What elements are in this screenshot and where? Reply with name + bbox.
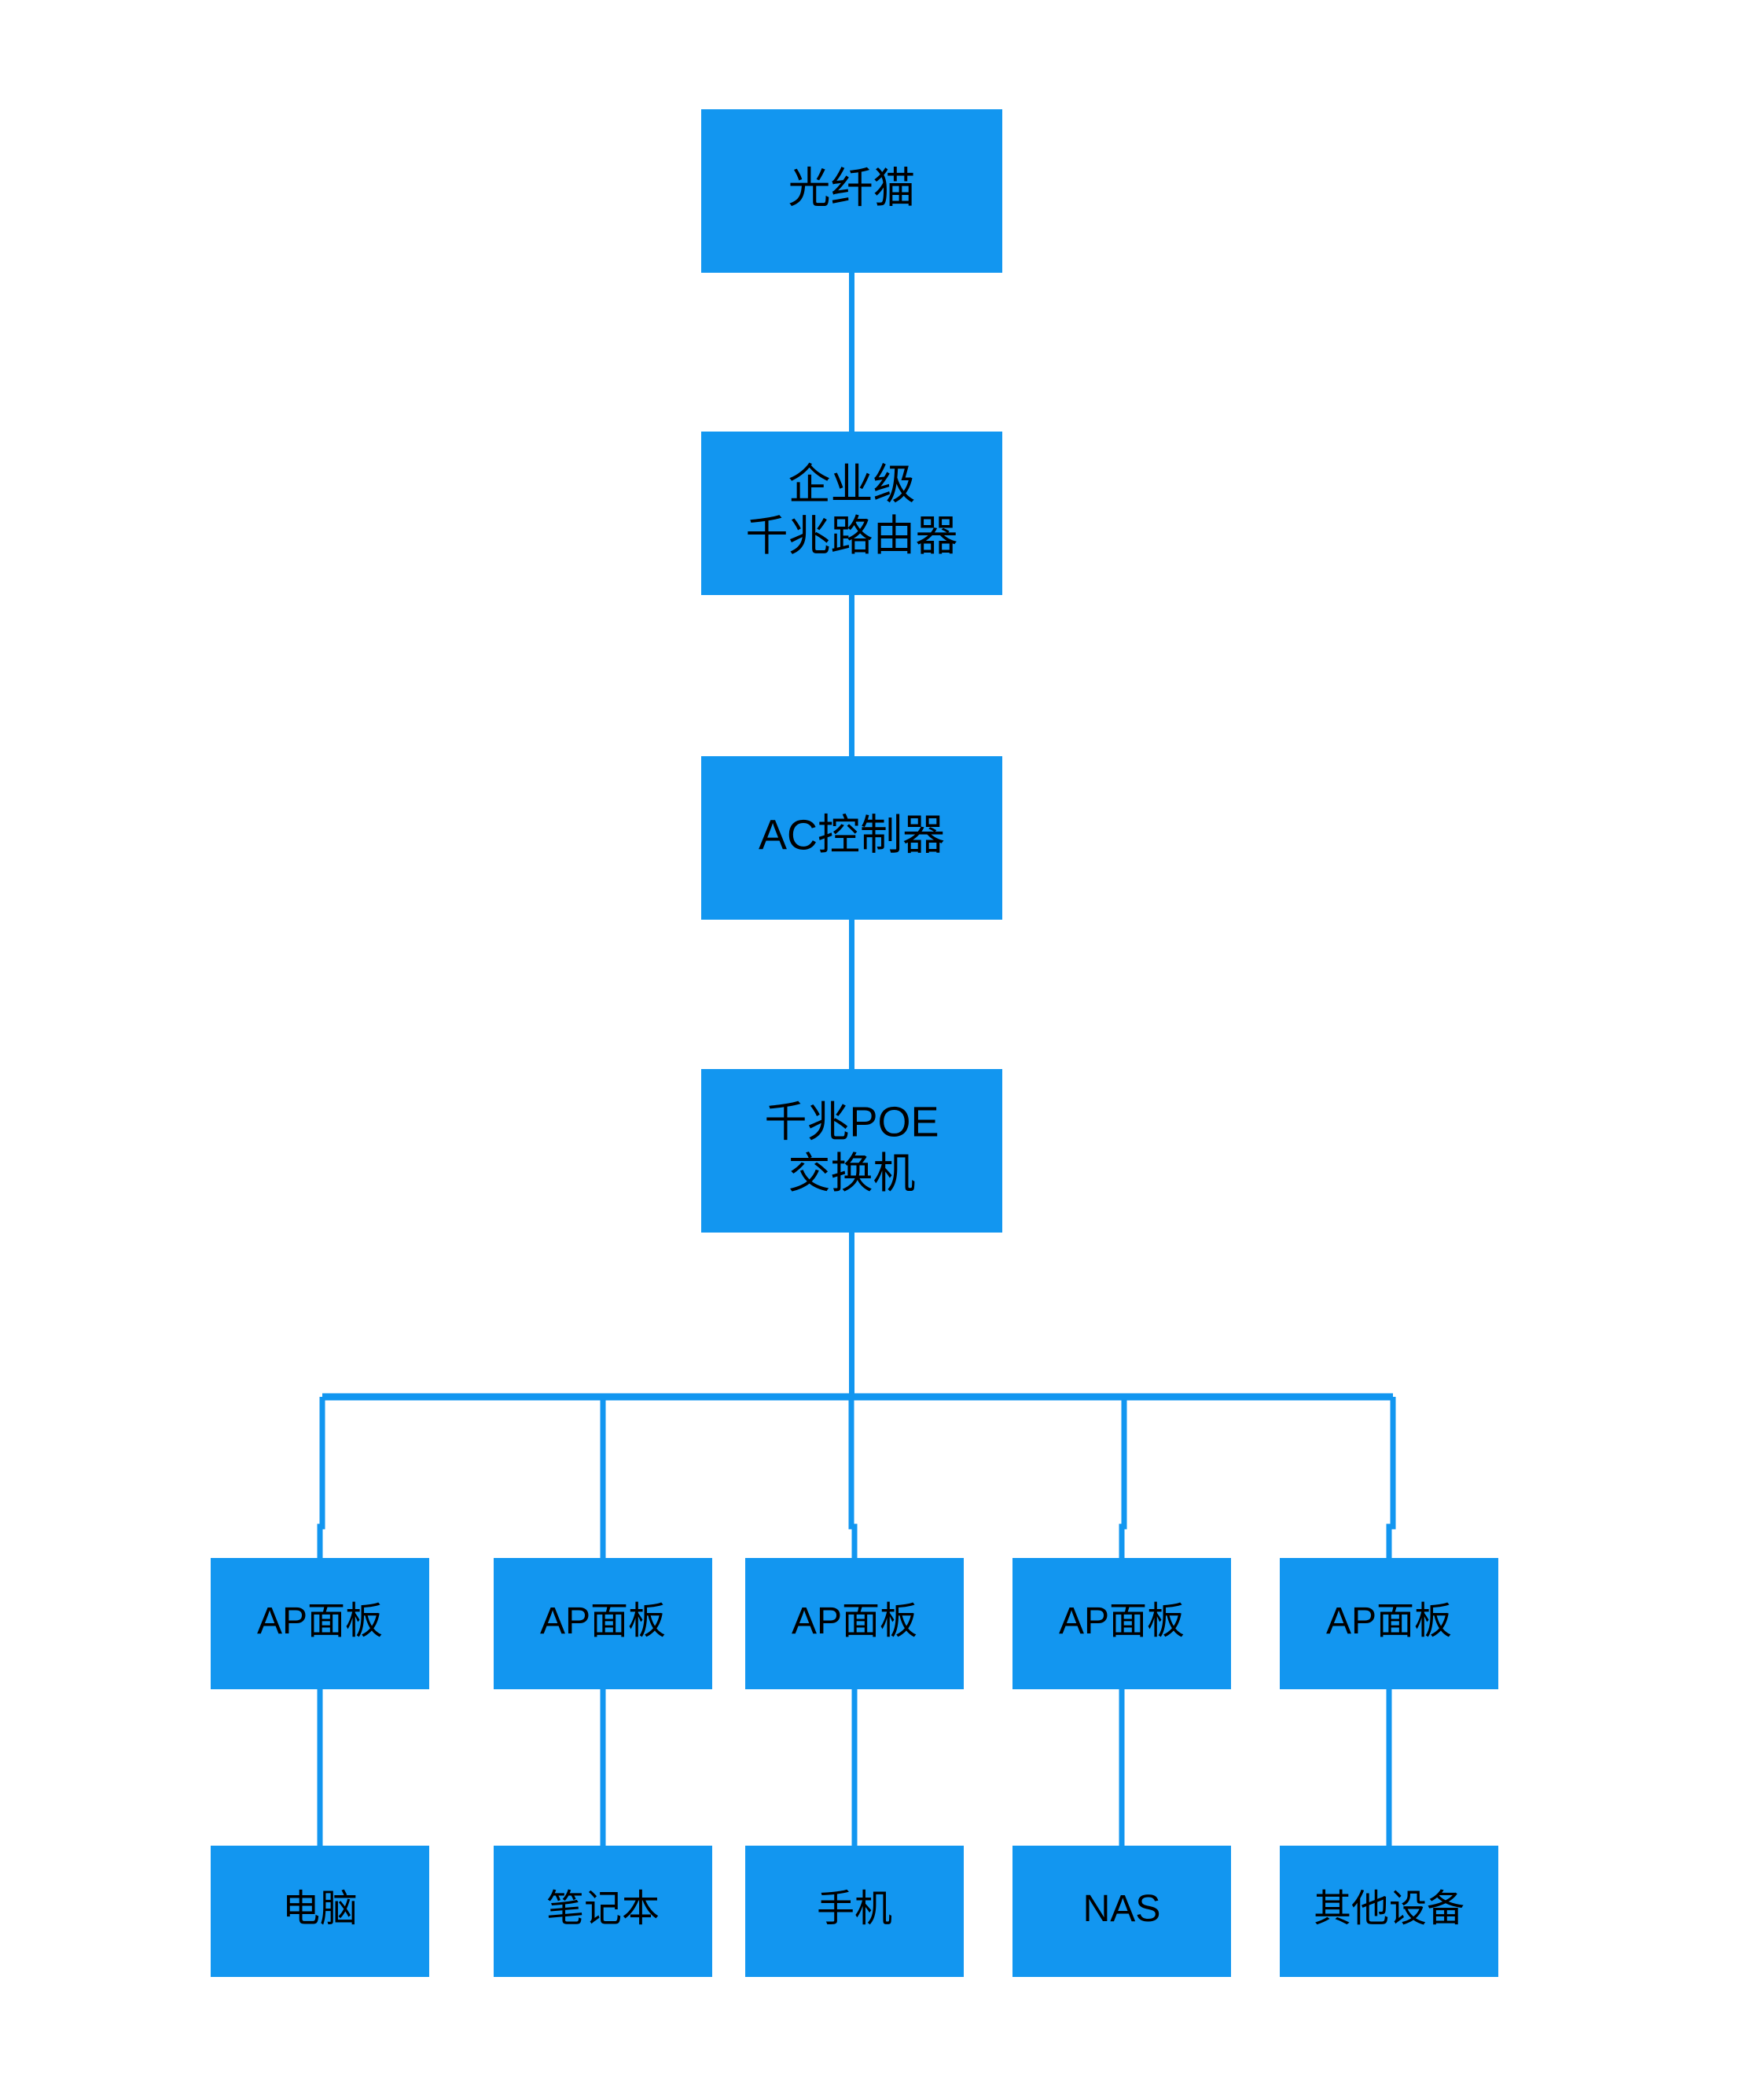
- node-ac-controller[interactable]: AC控制器: [701, 756, 1002, 920]
- node-label-fiber-modem: 光纤猫: [788, 164, 916, 211]
- node-box-ap-panel-3[interactable]: [745, 1558, 964, 1689]
- node-desktop-computer[interactable]: 电脑: [211, 1846, 429, 1977]
- node-ap-panel-2[interactable]: AP面板: [494, 1558, 712, 1689]
- node-label-mobile-phone: 手机: [817, 1888, 892, 1930]
- node-nas[interactable]: NAS: [1012, 1846, 1231, 1977]
- node-box-ap-panel-2[interactable]: [494, 1558, 712, 1689]
- node-ap-panel-3[interactable]: AP面板: [745, 1558, 964, 1689]
- link-bus-to-ap-panel-3: [848, 1397, 858, 1558]
- node-label-enterprise-router: 企业级: [788, 461, 916, 508]
- node-label-ap-panel-4: AP面板: [1059, 1600, 1185, 1642]
- link-bus-to-ap-panel-4: [1119, 1397, 1127, 1558]
- node-box-ap-panel-4[interactable]: [1012, 1558, 1231, 1689]
- node-label-ap-panel-2: AP面板: [540, 1600, 666, 1642]
- node-other-devices[interactable]: 其他设备: [1280, 1846, 1498, 1977]
- node-poe-switch[interactable]: 千兆POE 交换机: [701, 1069, 1002, 1233]
- node-box-ap-panel-1[interactable]: [211, 1558, 429, 1689]
- node-label-laptop: 笔记本: [546, 1888, 660, 1930]
- node-box-desktop-computer[interactable]: [211, 1846, 429, 1977]
- node-box-nas[interactable]: [1012, 1846, 1231, 1977]
- node-box-enterprise-router[interactable]: [701, 432, 1002, 595]
- link-bus-to-ap-panel-1: [317, 1397, 325, 1558]
- node-label-ac-controller: AC控制器: [759, 811, 945, 858]
- node-label-desktop-computer: 电脑: [282, 1888, 358, 1930]
- node-box-ap-panel-5[interactable]: [1280, 1558, 1498, 1689]
- node-label-ap-panel-1: AP面板: [257, 1600, 383, 1642]
- node-label-other-devices: 其他设备: [1314, 1888, 1464, 1930]
- edge-layer: [317, 273, 1396, 1846]
- node-box-mobile-phone[interactable]: [745, 1846, 964, 1977]
- node-label-poe-switch: 交换机: [788, 1150, 916, 1197]
- node-box-ac-controller[interactable]: [701, 756, 1002, 920]
- node-ap-panel-5[interactable]: AP面板: [1280, 1558, 1498, 1689]
- node-box-fiber-modem[interactable]: [701, 109, 1002, 273]
- node-label-nas: NAS: [1083, 1888, 1161, 1930]
- node-label-enterprise-router: 千兆路由器: [746, 513, 958, 560]
- node-box-other-devices[interactable]: [1280, 1846, 1498, 1977]
- node-box-laptop[interactable]: [494, 1846, 712, 1977]
- link-bus-to-ap-panel-5: [1386, 1397, 1396, 1558]
- node-label-ap-panel-3: AP面板: [792, 1600, 917, 1642]
- node-mobile-phone[interactable]: 手机: [745, 1846, 964, 1977]
- node-laptop[interactable]: 笔记本: [494, 1846, 712, 1977]
- node-ap-panel-4[interactable]: AP面板: [1012, 1558, 1231, 1689]
- node-label-poe-switch: 千兆POE: [764, 1098, 939, 1145]
- node-ap-panel-1[interactable]: AP面板: [211, 1558, 429, 1689]
- node-box-poe-switch[interactable]: [701, 1069, 1002, 1233]
- node-fiber-modem[interactable]: 光纤猫: [701, 109, 1002, 273]
- node-label-ap-panel-5: AP面板: [1326, 1600, 1452, 1642]
